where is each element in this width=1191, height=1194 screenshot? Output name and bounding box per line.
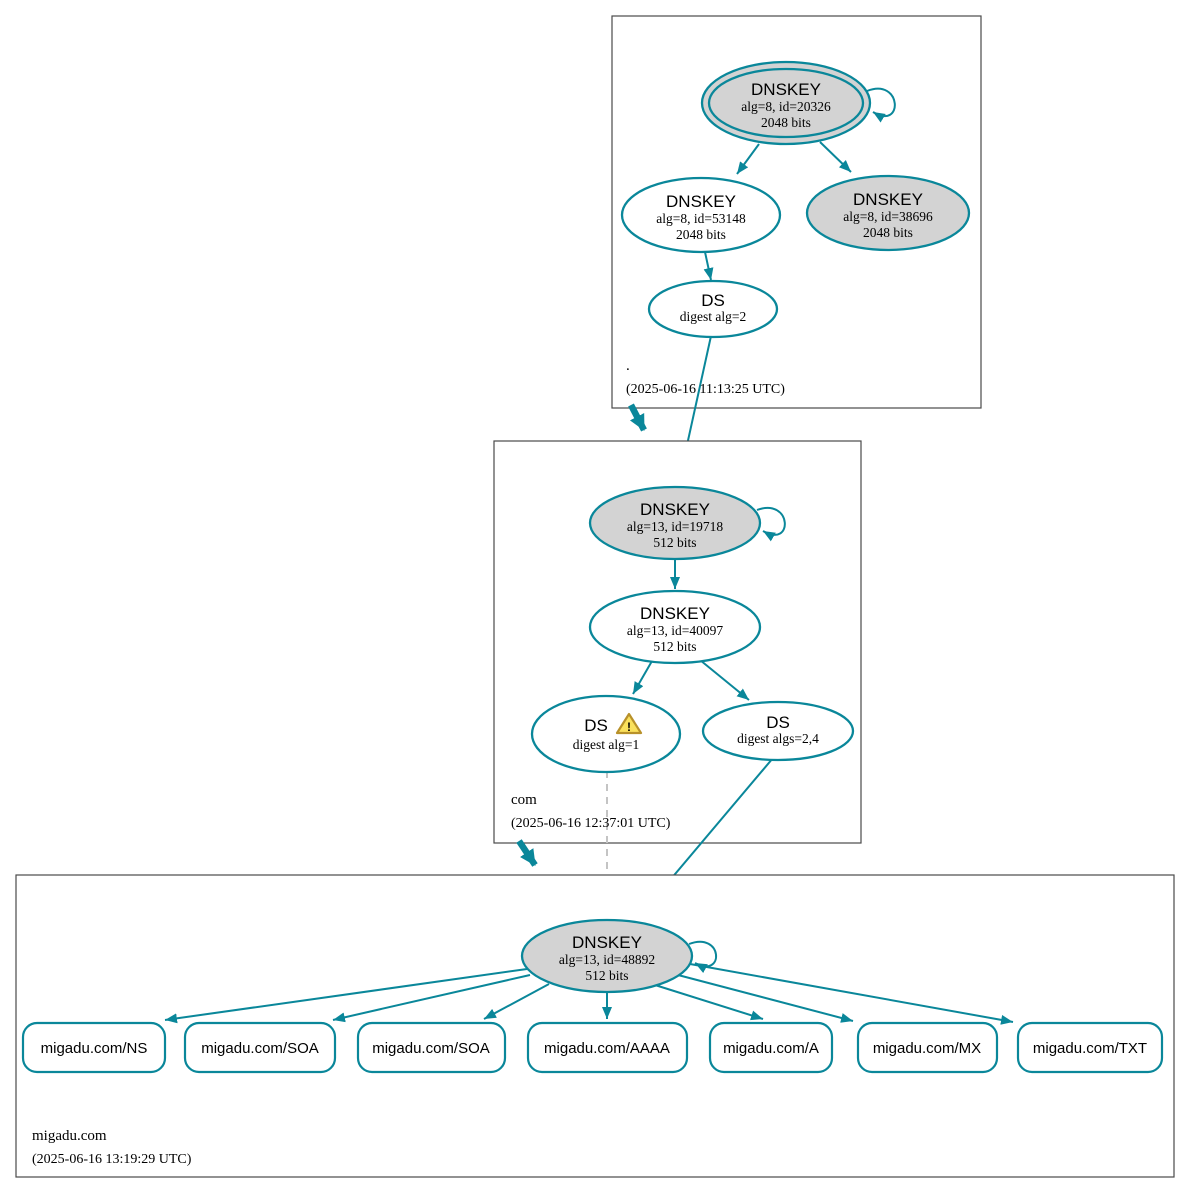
node-detail: digest alg=1 [573,737,639,752]
node-title: DNSKEY [853,190,923,209]
rrset-node-a[interactable]: migadu.com/A [708,1021,834,1074]
node-root-ksk-dnskey[interactable]: DNSKEY alg=8, id=20326 2048 bits [700,60,872,146]
edge-migadu-ksk-to-soa2 [483,983,550,1020]
edge-com-zsk-to-ds1 [632,660,653,695]
node-detail: alg=8, id=20326 [741,99,831,114]
node-title: DS [584,716,608,735]
edge-migadu-ksk-to-mx [677,974,854,1023]
rrset-label: migadu.com/A [723,1040,819,1057]
edge-root-zsk-to-ds [703,251,714,281]
node-detail: alg=8, id=38696 [843,209,933,224]
node-title: DNSKEY [751,80,821,99]
node-detail: 2048 bits [676,227,726,242]
rrset-label: migadu.com/TXT [1033,1040,1147,1057]
node-root-ksk2-dnskey[interactable]: DNSKEY alg=8, id=38696 2048 bits [805,174,971,252]
node-title: DNSKEY [640,604,710,623]
edge-com-zsk-to-ds24 [699,659,750,701]
edge-root-ksk-to-ksk2 [819,141,852,173]
node-detail: digest alg=2 [680,309,746,324]
zone-timestamp-migadu: (2025-06-16 13:19:29 UTC) [32,1152,192,1167]
rrset-node-mx[interactable]: migadu.com/MX [856,1021,999,1074]
node-root-ds[interactable]: DS digest alg=2 [647,279,779,339]
rrset-node-aaaa[interactable]: migadu.com/AAAA [526,1021,689,1074]
zone-timestamp-com: (2025-06-16 12:37:01 UTC) [511,816,671,831]
rrset-label: migadu.com/SOA [372,1040,490,1057]
zone-label-migadu: migadu.com [32,1128,107,1144]
rrset-node-soa-2[interactable]: migadu.com/SOA [356,1021,507,1074]
warning-mark: ! [627,720,631,734]
edge-com-ksk-self-loop [756,507,786,542]
node-detail: alg=13, id=40097 [627,623,723,638]
edge-migadu-ksk-to-txt [689,963,1014,1025]
node-detail: alg=13, id=19718 [627,519,723,534]
zone-timestamp-root: (2025-06-16 11:13:25 UTC) [626,382,785,397]
node-migadu-ksk-dnskey[interactable]: DNSKEY alg=13, id=48892 512 bits [520,918,694,994]
node-detail: 512 bits [653,639,696,654]
node-detail: 512 bits [653,535,696,550]
node-com-ksk-dnskey[interactable]: DNSKEY alg=13, id=19718 512 bits [588,485,762,561]
rrset-node-ns[interactable]: migadu.com/NS [21,1021,167,1074]
node-title: DNSKEY [666,192,736,211]
edge-delegation-com-to-migadu [516,839,538,867]
edge-migadu-ksk-to-ns [164,968,528,1024]
node-com-ds1[interactable]: DS ! digest alg=1 [530,694,682,774]
rrset-node-soa-1[interactable]: migadu.com/SOA [183,1021,337,1074]
rrset-node-txt[interactable]: migadu.com/TXT [1016,1021,1164,1074]
node-detail: 2048 bits [761,115,811,130]
edge-migadu-ksk-to-a [654,984,764,1021]
node-title: DS [766,713,790,732]
node-root-zsk-dnskey[interactable]: DNSKEY alg=8, id=53148 2048 bits [620,176,782,254]
node-com-ds24[interactable]: DS digest algs=2,4 [701,700,855,762]
rrset-label: migadu.com/NS [41,1040,148,1057]
zone-label-com: com [511,792,537,808]
node-title: DNSKEY [640,500,710,519]
warning-icon: ! [615,712,643,735]
edge-delegation-root-to-com [628,403,647,432]
edge-migadu-ksk-to-soa1 [332,974,531,1023]
node-title: DS [701,291,725,310]
edge-root-ksk-to-zsk [736,143,760,175]
node-detail: alg=13, id=48892 [559,952,655,967]
node-detail: alg=8, id=53148 [656,211,746,226]
rrset-label: migadu.com/AAAA [544,1040,670,1057]
node-detail: 512 bits [585,968,628,983]
node-com-zsk-dnskey[interactable]: DNSKEY alg=13, id=40097 512 bits [588,589,762,665]
rrset-label: migadu.com/SOA [201,1040,319,1057]
node-detail: digest algs=2,4 [737,731,819,746]
zone-label-root: . [626,358,630,374]
rrset-label: migadu.com/MX [873,1040,981,1057]
node-title: DNSKEY [572,933,642,952]
node-detail: 2048 bits [863,225,913,240]
edge-root-ksk-self-loop [866,87,896,123]
